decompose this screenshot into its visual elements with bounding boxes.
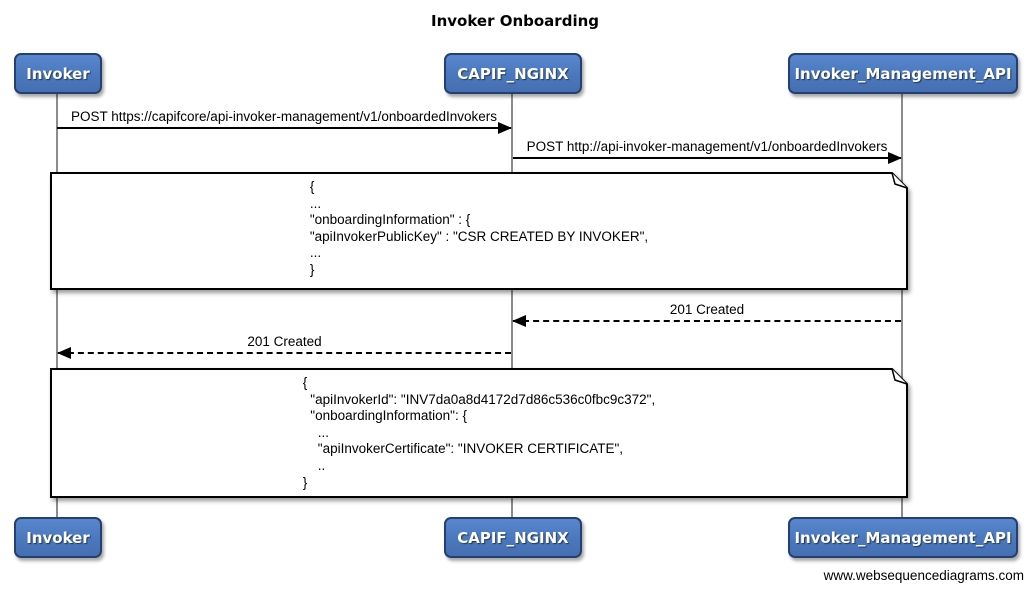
lifeline-invoker [56,93,58,517]
message-post-onboarded-invokers-http: POST http://api-invoker-management/v1/on… [513,133,902,164]
actor-label: Invoker [26,64,90,83]
actor-label: Invoker_Management_API [794,528,1012,547]
message-line [513,157,901,159]
actor-bottom-invoker: Invoker [14,517,102,558]
actor-label: Invoker [26,528,90,547]
message-label: POST https://capifcore/api-invoker-manag… [71,109,497,124]
lifeline-capif-nginx [511,93,513,517]
message-label: 201 Created [669,302,745,317]
lifeline-invoker-management-api [901,93,903,517]
message-label: POST http://api-invoker-management/v1/on… [526,139,888,154]
arrowhead-left-icon [57,347,71,359]
actor-label: CAPIF_NGINX [457,64,569,83]
actor-label: Invoker_Management_API [794,64,1012,83]
message-post-onboarded-invokers-https: POST https://capifcore/api-invoker-manag… [57,103,512,134]
folded-corner-icon [891,172,908,189]
actor-top-invoker: Invoker [14,53,102,94]
note-text: { "apiInvokerId": "INV7da0a8d4172d7d86c5… [302,375,656,490]
arrowhead-right-icon [888,152,902,164]
note-onboarding-request-body: { ... "onboardingInformation" : { "apiIn… [50,172,908,290]
arrowhead-left-icon [512,315,526,327]
message-line [57,127,511,129]
note-text: { ... "onboardingInformation" : { "apiIn… [309,179,649,277]
actor-label: CAPIF_NGINX [457,528,569,547]
note-outline [50,368,908,498]
folded-corner-icon [891,368,908,385]
message-line [58,352,511,354]
message-201-created-to-invoker: 201 Created [57,328,511,359]
note-onboarding-response-body: { "apiInvokerId": "INV7da0a8d4172d7d86c5… [50,368,908,498]
watermark-text: www.websequencediagrams.com [823,568,1024,583]
arrowhead-right-icon [498,122,512,134]
message-line [513,320,901,322]
message-201-created-to-nginx: 201 Created [512,296,901,327]
note-outline [50,172,908,290]
actor-top-invoker-management-api: Invoker_Management_API [788,53,1018,94]
actor-top-capif-nginx: CAPIF_NGINX [444,53,582,94]
page-title: Invoker Onboarding [431,12,599,30]
message-label: 201 Created [247,334,322,349]
actor-bottom-invoker-management-api: Invoker_Management_API [788,517,1018,558]
actor-bottom-capif-nginx: CAPIF_NGINX [444,517,582,558]
